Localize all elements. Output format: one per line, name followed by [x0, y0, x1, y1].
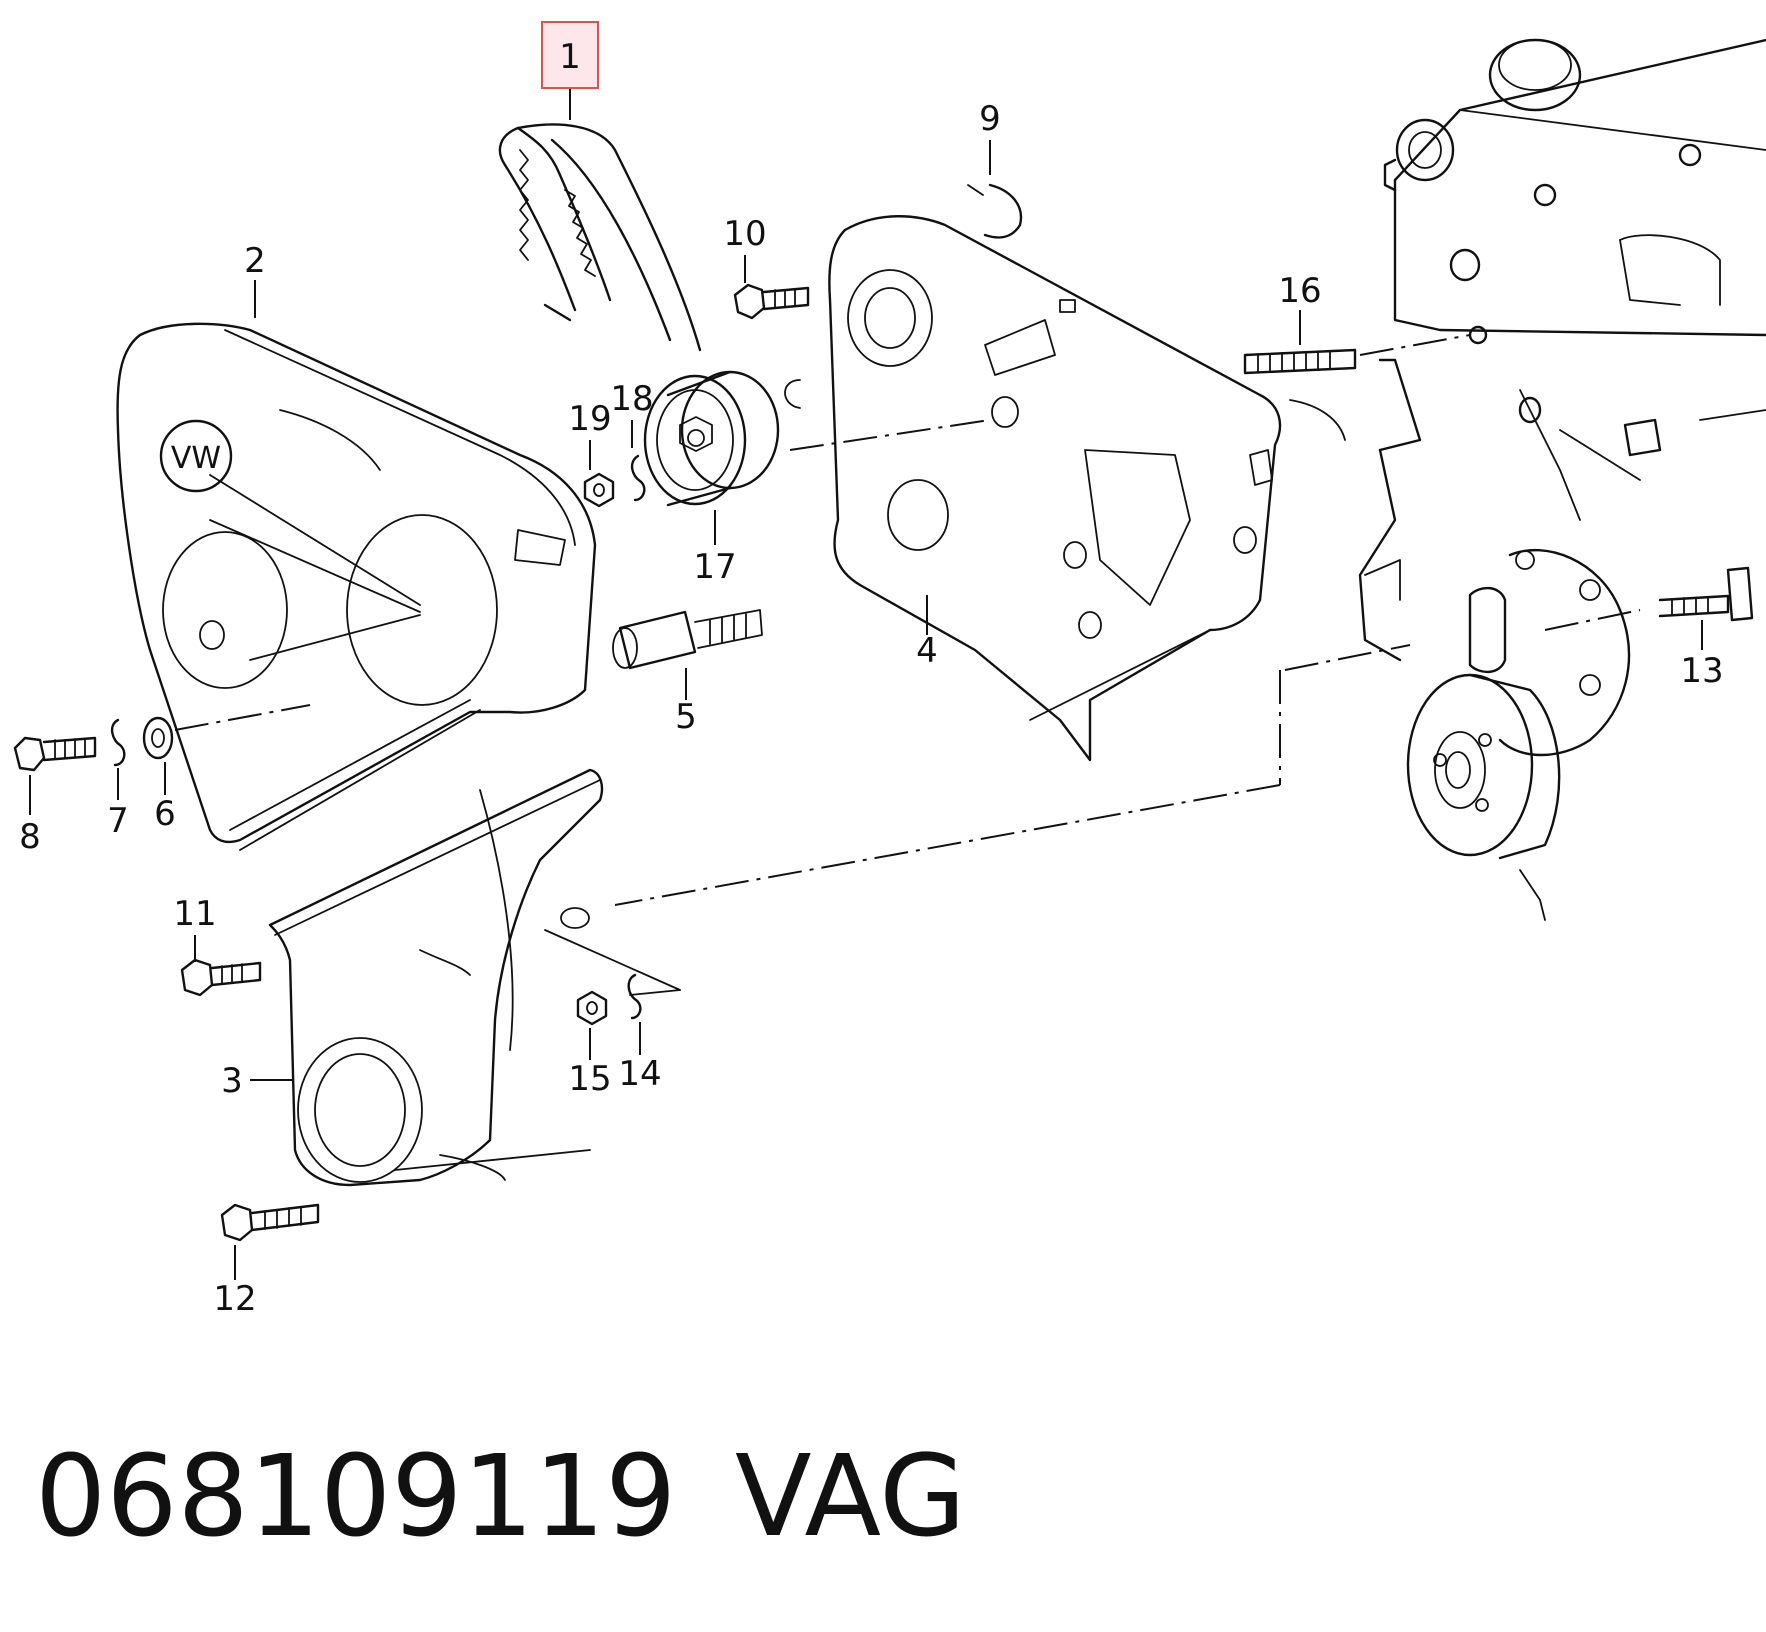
callout-15[interactable]: 15: [568, 1059, 611, 1099]
callout-1[interactable]: 1: [559, 37, 581, 77]
callout-5[interactable]: 5: [675, 697, 697, 737]
part-clip-9: [967, 183, 1023, 239]
callout-14[interactable]: 14: [618, 1054, 661, 1094]
part-spring-washer-18: [630, 454, 646, 502]
callout-3[interactable]: 3: [221, 1061, 243, 1101]
callout-4[interactable]: 4: [916, 631, 938, 671]
callout-19[interactable]: 19: [568, 399, 611, 439]
callout-9[interactable]: 9: [979, 99, 1001, 139]
footer: 068109119 VAG: [35, 1432, 966, 1562]
part-nut-15: [576, 990, 608, 1026]
callout-16[interactable]: 16: [1278, 271, 1321, 311]
part-timing-belt: [498, 123, 702, 352]
part-nut-19: [583, 472, 615, 508]
part-bolt-10: [733, 283, 810, 320]
callout-12[interactable]: 12: [213, 1279, 256, 1319]
leader-lines: [29, 88, 1703, 1280]
engine-block: [1358, 38, 1766, 662]
callout-17[interactable]: 17: [693, 547, 736, 587]
callout-18[interactable]: 18: [610, 379, 653, 419]
part-spacer-stud: [612, 609, 763, 670]
part-bolt-11: [180, 958, 262, 997]
callout-6[interactable]: 6: [154, 794, 176, 834]
part-spring-washer-14: [627, 973, 642, 1020]
callout-10[interactable]: 10: [723, 214, 766, 254]
callout-7[interactable]: 7: [107, 801, 129, 841]
part-rear-guard: [828, 215, 1282, 762]
callout-8[interactable]: 8: [19, 817, 41, 857]
vw-emblem: VW: [159, 419, 233, 493]
part-stud-16: [1243, 348, 1357, 375]
part-number: 068109119: [35, 1432, 676, 1562]
callouts: 1 2 3 4 5 6 7 8 9 10 11 12 13 14 15 16 1…: [19, 21, 1724, 1319]
callout-1-highlight-box: [541, 21, 599, 89]
emblem-text: VW: [171, 441, 221, 476]
callout-13[interactable]: 13: [1680, 651, 1723, 691]
assembly-lines: [174, 334, 1641, 996]
callout-11[interactable]: 11: [173, 894, 216, 934]
part-water-pump: [1406, 548, 1631, 921]
part-bolt-8: [13, 736, 97, 772]
part-washer-6: [142, 716, 174, 760]
part-lower-cover: [268, 768, 604, 1187]
part-bolt-12: [220, 1203, 320, 1242]
callout-2[interactable]: 2: [244, 241, 266, 281]
part-bolt-13: [1658, 566, 1754, 622]
part-upper-cover: [116, 322, 597, 851]
part-tensioner-pulley: [643, 370, 780, 507]
part-spring-washer-7: [110, 718, 126, 767]
brand-name: VAG: [735, 1432, 966, 1562]
